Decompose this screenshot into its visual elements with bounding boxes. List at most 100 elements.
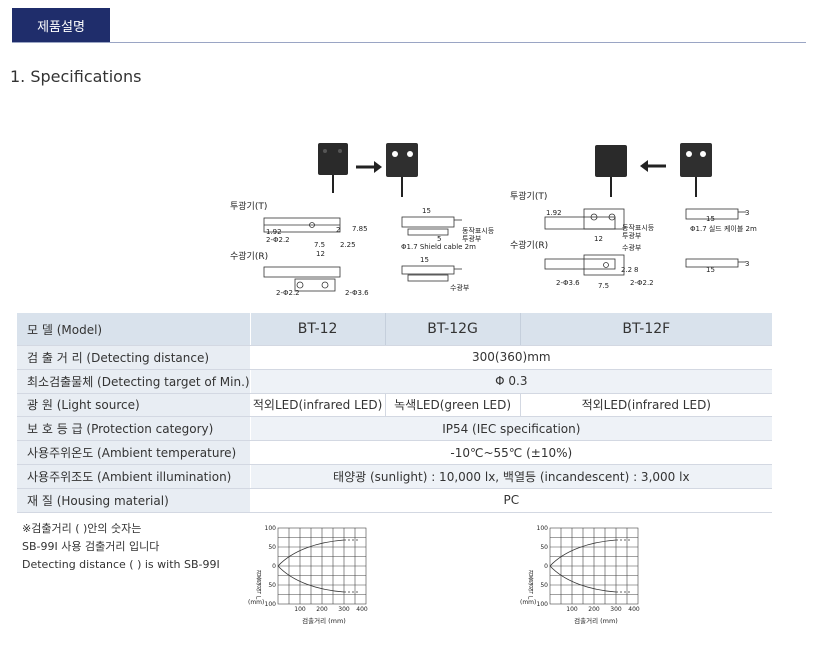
svg-text:7.85: 7.85 bbox=[352, 225, 368, 233]
footnote: ※검출거리 ( )안의 숫자는 SB-99I 사용 검출거리 입니다 Detec… bbox=[22, 520, 220, 574]
row-label: 재 질 (Housing material) bbox=[17, 488, 251, 513]
svg-text:7.5: 7.5 bbox=[314, 241, 325, 249]
svg-text:2.2: 2.2 bbox=[621, 266, 632, 274]
table-row: 보 호 등 급 (Protection category) IP54 (IEC … bbox=[17, 416, 772, 442]
product-dimension-figure: 투광기(T) 수광기(R) 1.92 2 7.85 2-Φ2.2 7.5 2.2… bbox=[230, 143, 757, 297]
svg-text:100: 100 bbox=[566, 606, 578, 613]
row-label: 사용주위온도 (Ambient temperature) bbox=[17, 440, 251, 465]
svg-text:400: 400 bbox=[356, 606, 368, 613]
svg-text:1.92: 1.92 bbox=[266, 228, 282, 236]
left-arrow-icon bbox=[640, 160, 666, 172]
svg-text:2-Φ3.6: 2-Φ3.6 bbox=[345, 289, 369, 297]
left-dimension-labels: 1.92 2 7.85 2-Φ2.2 7.5 2.25 12 15 5 2-Φ2… bbox=[266, 207, 441, 297]
svg-text:200: 200 bbox=[316, 606, 328, 613]
svg-text:2-Φ3.6: 2-Φ3.6 bbox=[556, 279, 580, 287]
svg-text:100: 100 bbox=[537, 525, 549, 532]
right-dimension-labels: 1.92 12 15 3 2.2 8 2-Φ3.6 7.5 2-Φ2.2 15 … bbox=[546, 209, 749, 290]
row-label: 광 원 (Light source) bbox=[17, 393, 251, 418]
table-row: 검 출 거 리 (Detecting distance) 300(360)mm bbox=[17, 345, 772, 370]
detection-area-graph-2: 100 50 0 50 100 100 200 300 400 검출영역 L (… bbox=[520, 525, 640, 625]
graph-x-label: 검출거리 (mm) bbox=[574, 616, 618, 625]
row-label: 사용주위조도 (Ambient illumination) bbox=[17, 464, 251, 489]
svg-text:300: 300 bbox=[610, 606, 622, 613]
section-heading: 1. Specifications bbox=[10, 67, 142, 86]
row-value: IP54 (IEC specification) bbox=[250, 416, 772, 442]
graph-x-label: 검출거리 (mm) bbox=[302, 616, 346, 625]
left-transmitter-label: 투광기(T) bbox=[230, 200, 267, 212]
table-row: 사용주위온도 (Ambient temperature) -10℃~55℃ (±… bbox=[17, 440, 772, 465]
row-label: 보 호 등 급 (Protection category) bbox=[17, 416, 251, 442]
svg-text:15: 15 bbox=[706, 266, 715, 274]
svg-text:2.25: 2.25 bbox=[340, 241, 356, 249]
svg-text:100: 100 bbox=[265, 601, 277, 608]
detection-area-graph-1: 100 50 0 50 100 100 200 300 400 검출영역 L (… bbox=[248, 525, 368, 625]
table-row: 재 질 (Housing material) PC bbox=[17, 488, 772, 513]
svg-text:수광부: 수광부 bbox=[622, 244, 642, 252]
row-value: Φ 0.3 bbox=[250, 369, 772, 394]
row-value: 적외LED(infrared LED) bbox=[520, 393, 772, 418]
svg-text:Φ1.7 Shield cable 2m: Φ1.7 Shield cable 2m bbox=[401, 243, 476, 251]
spec-table: 모 델 (Model) BT-12 BT-12G BT-12F 검 출 거 리 … bbox=[17, 313, 772, 513]
svg-text:300: 300 bbox=[338, 606, 350, 613]
product-description-tab[interactable]: 제품설명 bbox=[12, 8, 110, 42]
svg-text:2-Φ2.2: 2-Φ2.2 bbox=[276, 289, 300, 297]
model-bt-12f: BT-12F bbox=[520, 313, 772, 346]
graph-y-unit: (mm) bbox=[248, 599, 264, 606]
svg-text:0: 0 bbox=[544, 563, 548, 570]
svg-text:5: 5 bbox=[437, 235, 441, 243]
model-bt-12: BT-12 bbox=[250, 313, 386, 346]
svg-text:3: 3 bbox=[745, 209, 749, 217]
row-value: 적외LED(infrared LED) bbox=[250, 393, 386, 418]
footnote-line: Detecting distance ( ) is with SB-99I bbox=[22, 558, 220, 571]
svg-text:15: 15 bbox=[422, 207, 431, 215]
svg-text:1.92: 1.92 bbox=[546, 209, 562, 217]
right-callouts: 동작표시등 투광부 수광부 Φ1.7 실드 케이블 2m bbox=[622, 223, 757, 252]
svg-text:15: 15 bbox=[706, 215, 715, 223]
svg-text:3: 3 bbox=[745, 260, 749, 268]
footnote-line: SB-99I 사용 검출거리 입니다 bbox=[22, 540, 160, 553]
svg-text:동작표시등: 동작표시등 bbox=[622, 223, 655, 232]
svg-text:투광부: 투광부 bbox=[622, 232, 642, 240]
svg-text:수광부: 수광부 bbox=[450, 284, 470, 292]
right-product-photo bbox=[595, 143, 712, 197]
svg-text:50: 50 bbox=[268, 544, 276, 551]
svg-text:100: 100 bbox=[537, 601, 549, 608]
table-row: 광 원 (Light source) 적외LED(infrared LED) 녹… bbox=[17, 393, 772, 418]
svg-text:12: 12 bbox=[594, 235, 603, 243]
svg-text:12: 12 bbox=[316, 250, 325, 258]
svg-text:2: 2 bbox=[336, 226, 340, 234]
tab-label: 제품설명 bbox=[37, 19, 85, 35]
row-value: 300(360)mm bbox=[250, 345, 772, 370]
table-row: 최소검출물체 (Detecting target of Min.) Φ 0.3 bbox=[17, 369, 772, 394]
svg-text:50: 50 bbox=[540, 582, 548, 589]
row-value: PC bbox=[250, 488, 772, 513]
svg-text:2-Φ2.2: 2-Φ2.2 bbox=[266, 236, 290, 244]
left-product-photo bbox=[318, 143, 418, 197]
svg-text:400: 400 bbox=[628, 606, 640, 613]
svg-text:15: 15 bbox=[420, 256, 429, 264]
graph-y-label: 검출영역 L bbox=[527, 570, 534, 600]
row-value: 녹색LED(green LED) bbox=[385, 393, 521, 418]
right-receiver-drawing bbox=[544, 254, 746, 276]
svg-text:2-Φ2.2: 2-Φ2.2 bbox=[630, 279, 654, 287]
left-transmitter-drawing bbox=[263, 216, 462, 236]
left-receiver-drawing bbox=[263, 265, 462, 292]
svg-text:동작표시등: 동작표시등 bbox=[462, 226, 495, 235]
svg-text:50: 50 bbox=[268, 582, 276, 589]
graph-y-unit: (mm) bbox=[520, 599, 536, 606]
svg-text:50: 50 bbox=[540, 544, 548, 551]
left-receiver-label: 수광기(R) bbox=[230, 250, 268, 262]
svg-text:7.5: 7.5 bbox=[598, 282, 609, 290]
graph-y-label: 검출영역 L bbox=[255, 570, 262, 600]
svg-text:8: 8 bbox=[634, 266, 638, 274]
svg-text:0: 0 bbox=[272, 563, 276, 570]
right-arrow-icon bbox=[356, 161, 382, 173]
footnote-line: ※검출거리 ( )안의 숫자는 bbox=[22, 522, 142, 535]
row-label: 최소검출물체 (Detecting target of Min.) bbox=[17, 369, 251, 394]
right-transmitter-drawing bbox=[544, 208, 746, 230]
right-receiver-label: 수광기(R) bbox=[510, 239, 548, 251]
row-value: 태양광 (sunlight) : 10,000 lx, 백열등 (incande… bbox=[250, 464, 772, 489]
right-transmitter-label: 투광기(T) bbox=[510, 190, 547, 202]
row-label: 검 출 거 리 (Detecting distance) bbox=[17, 345, 251, 370]
tab-underline bbox=[12, 42, 806, 43]
